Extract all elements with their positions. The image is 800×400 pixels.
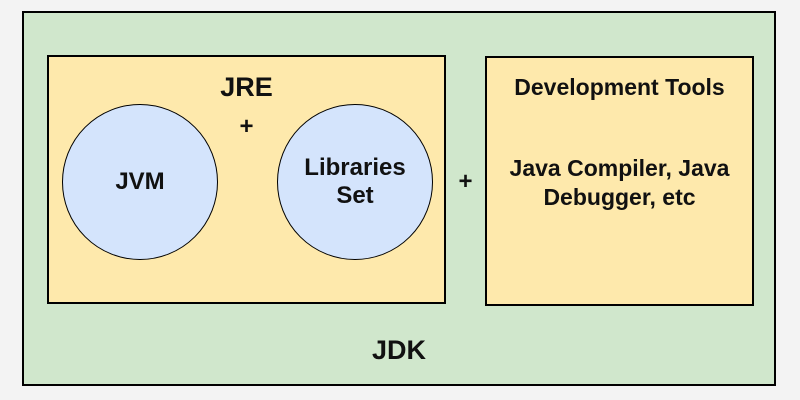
plus-sign-inner: +	[239, 113, 254, 140]
development-tools-body: Java Compiler, Java Debugger, etc	[509, 155, 730, 210]
jre-title: JRE	[220, 72, 273, 102]
jvm-circle: JVM	[62, 104, 218, 260]
development-tools-title: Development Tools	[514, 74, 725, 100]
libraries-set-label: Libraries Set	[304, 154, 406, 209]
jdk-label: JDK	[371, 335, 426, 365]
jdk-container-box: JRE JVM + Libraries Set + Development To…	[22, 11, 776, 386]
jvm-label: JVM	[115, 168, 165, 195]
development-tools-box: Development Tools Java Compiler, Java De…	[485, 56, 754, 306]
plus-sign-outer: +	[458, 168, 473, 195]
libraries-set-circle: Libraries Set	[277, 104, 433, 260]
jre-box: JRE JVM + Libraries Set	[47, 55, 446, 304]
